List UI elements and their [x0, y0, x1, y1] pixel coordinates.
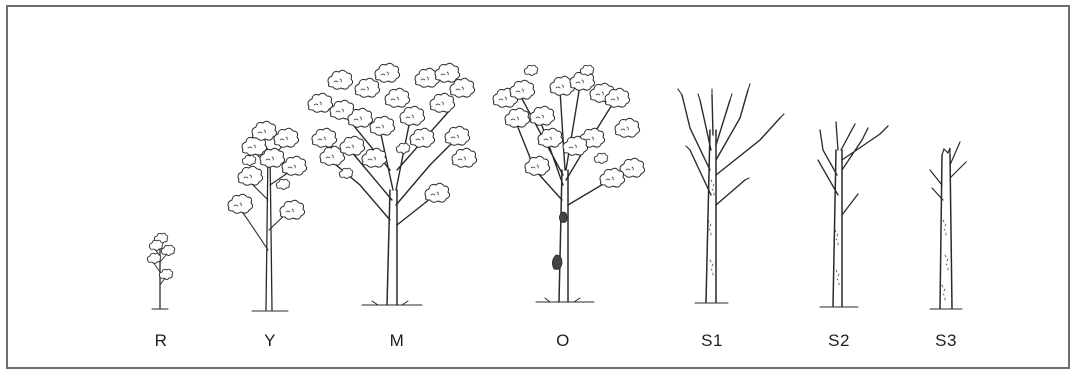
stage-label-s3: S3: [935, 331, 957, 351]
stage-label-m: M: [390, 331, 405, 351]
stage-label-r: R: [155, 331, 168, 351]
tree-stage-o: [493, 65, 645, 302]
tree-stage-y: [228, 121, 307, 311]
stage-label-s1: S1: [701, 331, 723, 351]
stage-label-y: Y: [264, 331, 276, 351]
tree-stage-r: [147, 233, 174, 309]
stage-label-s2: S2: [828, 331, 850, 351]
tree-stage-s1: [678, 84, 784, 303]
tree-stage-s3: [930, 142, 966, 309]
tree-stage-s2: [818, 122, 888, 307]
tree-stage-m: [308, 63, 477, 305]
stage-label-o: O: [556, 331, 570, 351]
